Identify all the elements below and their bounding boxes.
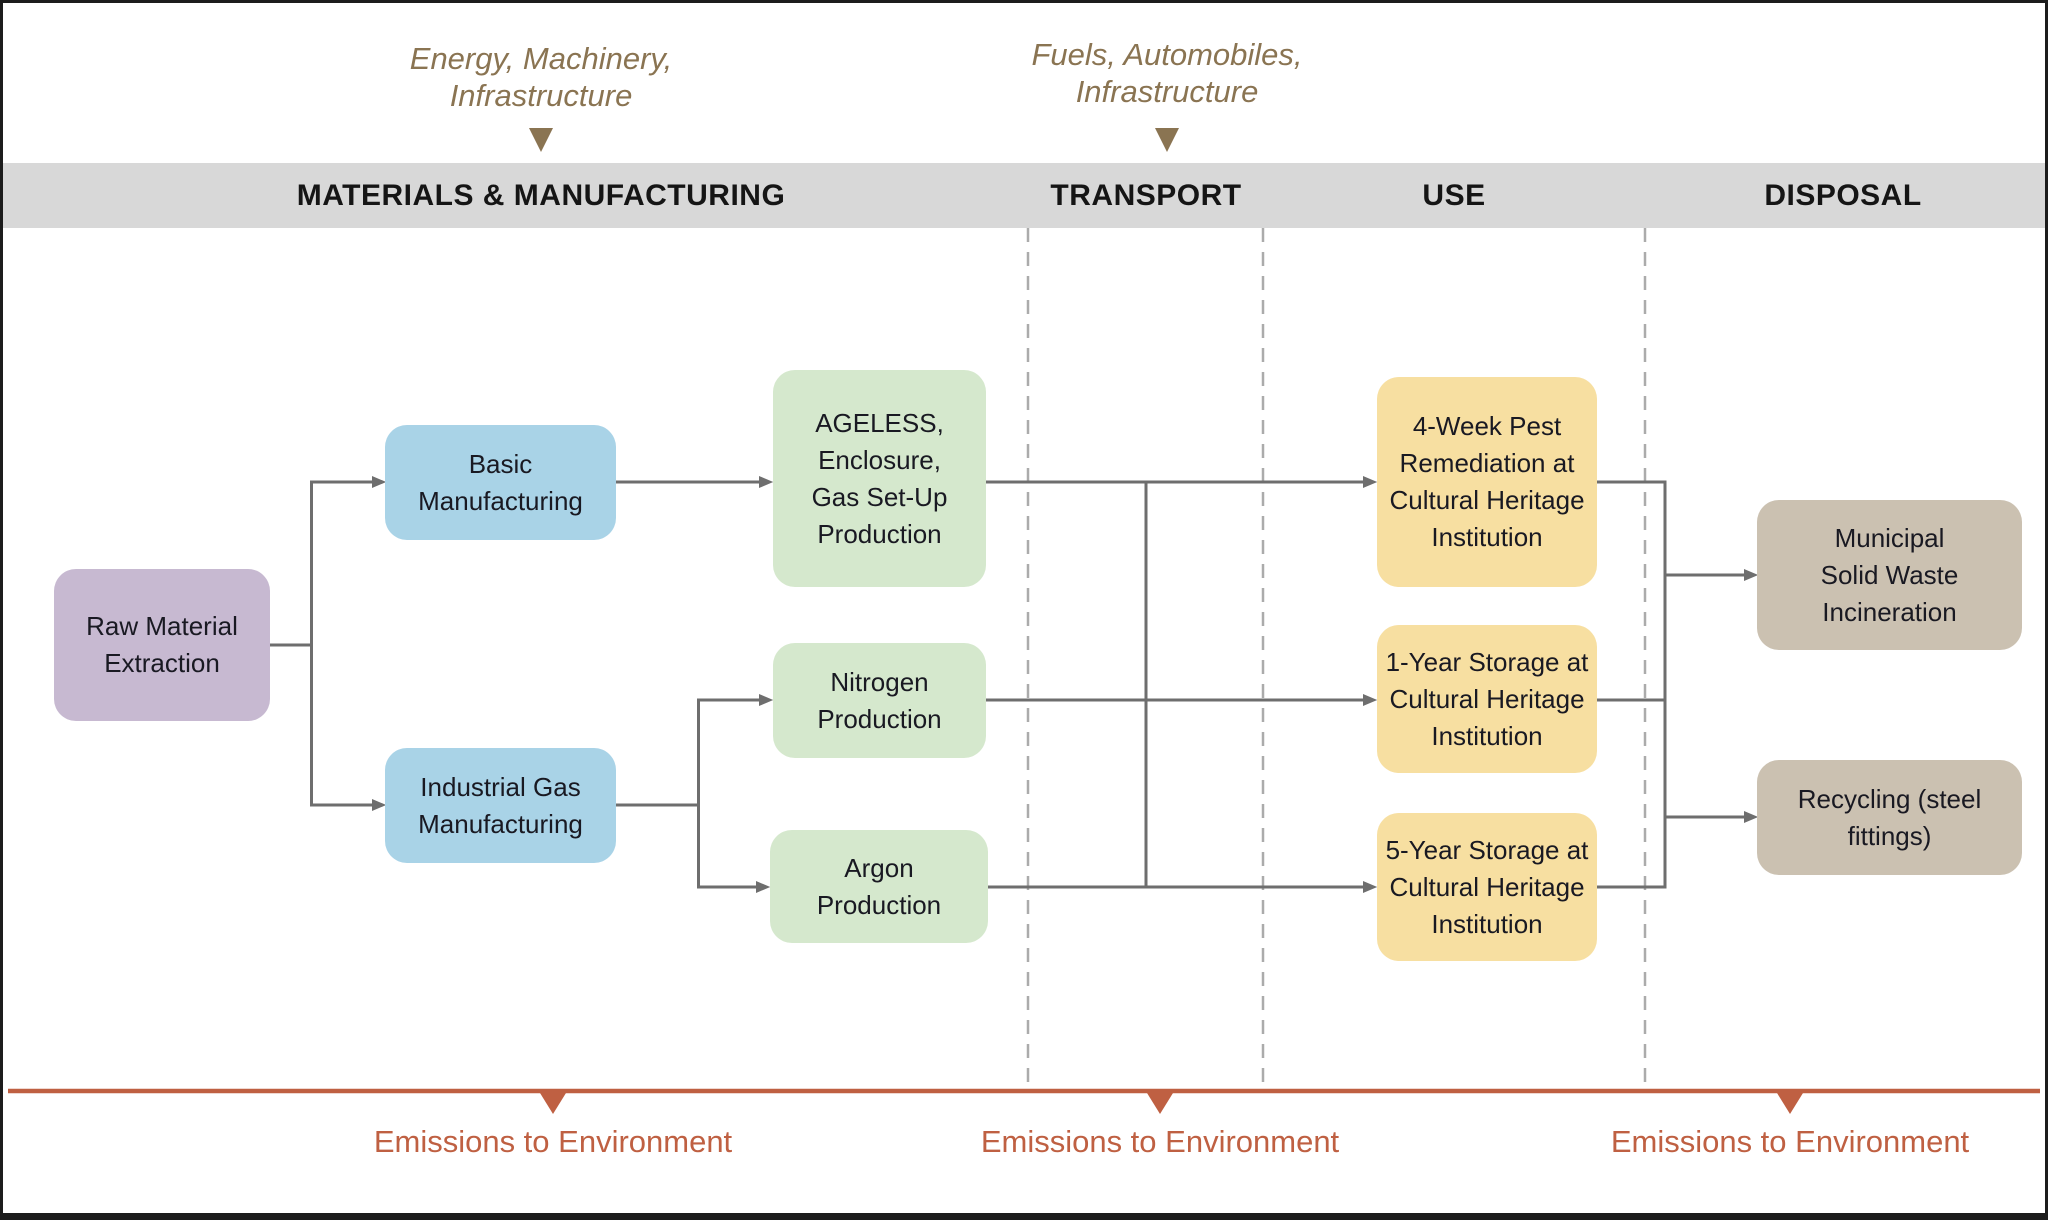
phase-use: USE: [1422, 179, 1486, 212]
process-flow-connectors: [270, 476, 1759, 893]
input-arrow-icon-materials: [529, 128, 553, 152]
emissions-arrow-icon-right: [1777, 1093, 1803, 1114]
emissions-arrow-icon-left: [540, 1093, 566, 1114]
emissions-label-disposal: Emissions to Environment: [1610, 1124, 1970, 1159]
input-label-energy-machinery-infrastructure: Energy, Machinery,Infrastructure: [409, 41, 673, 113]
phase-materials-manufacturing: MATERIALS & MANUFACTURING: [296, 179, 786, 212]
phase-transport: TRANSPORT: [1050, 179, 1242, 212]
emissions-label-transport-use: Emissions to Environment: [980, 1124, 1340, 1159]
emissions-arrow-icon-middle: [1147, 1093, 1173, 1114]
emissions-label-materials: Emissions to Environment: [373, 1124, 733, 1159]
phase-disposal: DISPOSAL: [1764, 179, 1922, 212]
input-arrow-icon-transport: [1155, 128, 1179, 152]
input-label-fuels-automobiles-infrastructure: Fuels, Automobiles,Infrastructure: [1031, 37, 1303, 109]
phase-header-band: [3, 163, 2045, 228]
